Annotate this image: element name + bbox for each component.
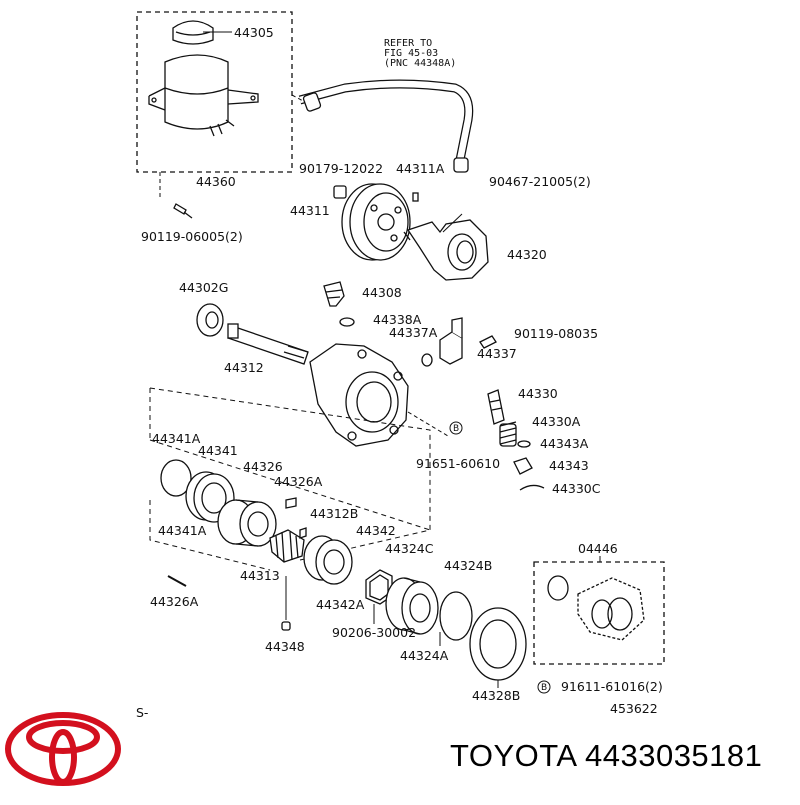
valve-44330-shape: [487, 389, 505, 425]
part-label-44313: 44313: [240, 568, 280, 583]
pin-44348-shape: [281, 621, 291, 631]
gasket-kit-parts-shape: [547, 575, 645, 641]
part-label-44324B: 44324B: [444, 558, 492, 573]
part-label-44328B: 44328B: [472, 688, 520, 703]
part-label-44311A: 44311A: [396, 161, 445, 176]
pin-44326A-top-shape: [285, 497, 297, 509]
part-label-90119-06005: 90119-06005(2): [141, 229, 243, 244]
reservoir-group-box: [136, 11, 293, 173]
reservoir-tank-shape: [148, 54, 259, 137]
part-label-44338A: 44338A: [373, 312, 422, 327]
ring-44326-shape: [217, 499, 277, 547]
reservoir-cap-shape: [172, 20, 214, 45]
part-label-44330A: 44330A: [532, 414, 581, 429]
snap-ring-44324B-shape: [439, 591, 473, 641]
part-label-44341A-bot: 44341A: [158, 523, 207, 538]
ref-note-line-3: (PNC 44348A): [384, 58, 456, 69]
bolt-90119-shape: [173, 203, 193, 219]
part-label-90467-21005: 90467-21005(2): [489, 174, 591, 189]
bolt-mark-2: [537, 680, 551, 694]
pump-housing-shape: [309, 343, 409, 447]
plate-44328B-shape: [469, 607, 527, 681]
part-label-44337A: 44337A: [389, 325, 438, 340]
rotor-44313-shape: [269, 529, 305, 563]
bolt-mark-1-letter: B: [453, 424, 459, 434]
part-label-44311: 44311: [290, 203, 330, 218]
valve-44308-shape: [323, 281, 345, 307]
return-hose-shape: [298, 79, 474, 173]
part-label-44343: 44343: [549, 458, 589, 473]
union-44337-shape: [439, 317, 463, 365]
bolt-mark-1: [449, 421, 463, 435]
brand-part-number: TOYOTA 4433035181: [450, 738, 763, 773]
bolt-mark-2-letter: B: [541, 683, 547, 693]
part-label-44360: 44360: [196, 174, 236, 189]
part-label-44326A-top: 44326A: [274, 474, 323, 489]
ref-note-line-2: FIG 45-03: [384, 48, 438, 59]
part-label-04446: 04446: [578, 541, 618, 556]
part-label-44330C: 44330C: [552, 481, 601, 496]
pulley-shape: [341, 183, 411, 261]
part-label-44324A: 44324A: [400, 648, 449, 663]
ref-note-line-1: REFER TO: [384, 38, 432, 49]
pump-body-shape: [403, 219, 489, 281]
cover-44324C-shape: [385, 577, 439, 635]
part-label-44341A-top: 44341A: [152, 431, 201, 446]
part-label-90179-12022: 90179-12022: [299, 161, 383, 176]
part-label-44312B: 44312B: [310, 506, 358, 521]
pin-44326A-bot-shape: [167, 575, 187, 587]
part-label-44302G: 44302G: [179, 280, 228, 295]
oring-44343A-shape: [517, 440, 531, 448]
oring-44337A-shape: [421, 353, 433, 367]
part-label-90206-30002: 90206-30002: [332, 625, 416, 640]
ref-note: REFER TO FIG 45-03 (PNC 44348A): [384, 38, 456, 69]
part-label-44342A: 44342A: [316, 597, 365, 612]
seal-44302G-shape: [196, 303, 224, 337]
part-label-44312: 44312: [224, 360, 264, 375]
figure-number: 453622: [610, 701, 658, 716]
bolt-90119-08035-shape: [479, 335, 497, 349]
part-label-91651-60610: 91651-60610: [416, 456, 500, 471]
part-label-44330: 44330: [518, 386, 558, 401]
nut-90179-shape: [333, 185, 347, 199]
part-label-44305: 44305: [234, 25, 274, 40]
part-label-44326: 44326: [243, 459, 283, 474]
part-label-91611-61016: 91611-61016(2): [561, 679, 663, 694]
part-label-44326A-bot: 44326A: [150, 594, 199, 609]
part-label-44343A: 44343A: [540, 436, 589, 451]
part-label-44308: 44308: [362, 285, 402, 300]
s-mark: S-: [136, 705, 148, 720]
spring-44330A-shape: [499, 421, 517, 447]
part-label-44348: 44348: [265, 639, 305, 654]
pin-44312B-shape: [299, 527, 307, 539]
plate-44342-shape: [303, 535, 353, 585]
part-label-44324C: 44324C: [385, 541, 434, 556]
toyota-logo-icon: [5, 712, 121, 786]
shaft-44312-shape: [227, 323, 309, 365]
part-label-44341: 44341: [198, 443, 238, 458]
key-44311A-shape: [412, 192, 419, 202]
part-label-90119-08035: 90119-08035: [514, 326, 598, 341]
part-label-44337: 44337: [477, 346, 517, 361]
plate-44341A-top-shape: [160, 459, 192, 497]
part-label-44320: 44320: [507, 247, 547, 262]
gasket-kit-box: [533, 561, 665, 665]
plug-44343-shape: [513, 457, 533, 475]
part-label-44342: 44342: [356, 523, 396, 538]
snap-ring-44330C-shape: [519, 484, 545, 491]
oring-44338A-shape: [339, 317, 355, 327]
